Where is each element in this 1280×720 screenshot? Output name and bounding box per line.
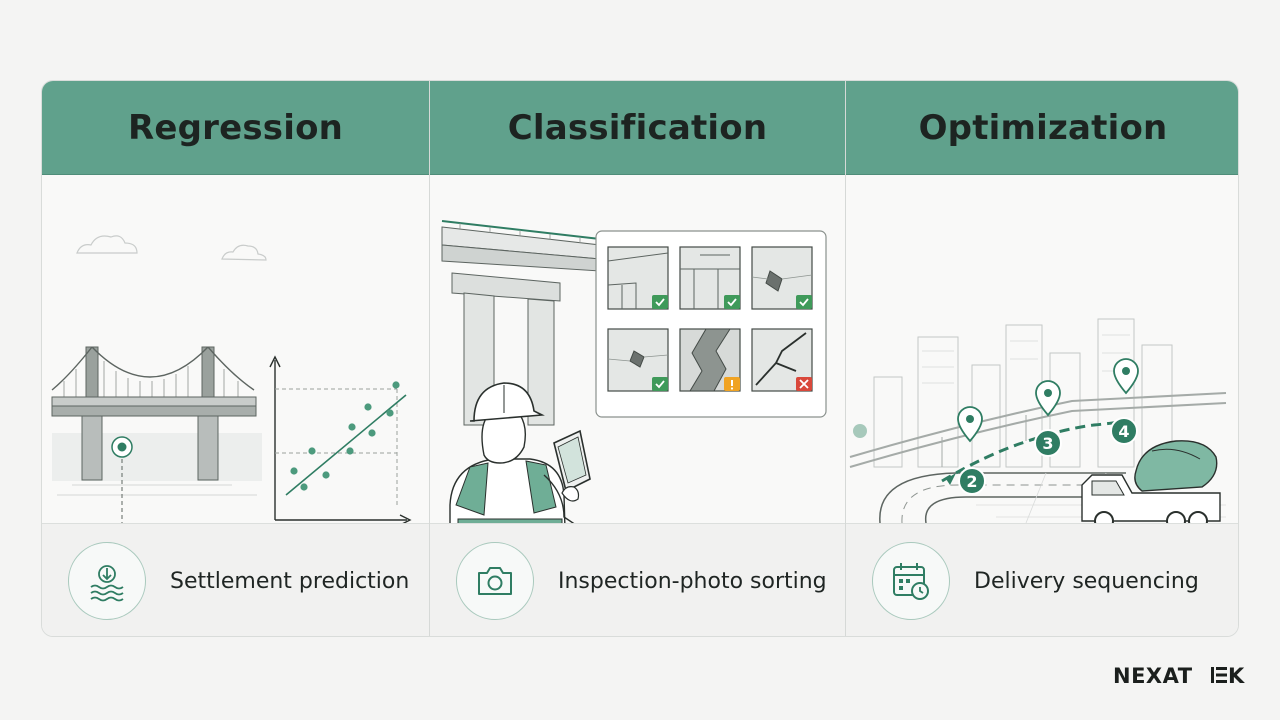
column-title: Optimization xyxy=(918,107,1168,148)
water-level-icon xyxy=(68,542,146,620)
route-stop-4: 4 xyxy=(1118,422,1129,441)
column-classification: Classification xyxy=(430,81,846,636)
column-title: Classification xyxy=(507,107,768,148)
calendar-clock-icon xyxy=(872,542,950,620)
column-header: Regression xyxy=(42,81,429,175)
route-stop-3: 3 xyxy=(1042,434,1053,453)
comparison-panel: Regression xyxy=(41,80,1239,637)
nexatek-logo: NEXAT K xyxy=(1113,663,1245,688)
column-regression: Regression xyxy=(42,81,430,636)
column-optimization: Optimization xyxy=(846,81,1238,636)
camera-icon xyxy=(456,542,534,620)
mixer-truck-route-icon: 2 3 4 xyxy=(846,175,1238,523)
column-footer: Settlement prediction xyxy=(42,523,429,636)
inspector-photo-grid-icon xyxy=(430,175,845,523)
column-header: Optimization xyxy=(846,81,1238,175)
logo-text-left: NEXAT xyxy=(1113,664,1193,687)
bridge-settlement-scatter-icon xyxy=(42,175,429,523)
column-footer: Inspection-photo sorting xyxy=(430,523,845,636)
route-stop-2: 2 xyxy=(966,472,977,491)
column-title: Regression xyxy=(127,107,344,148)
column-footer: Delivery sequencing xyxy=(846,523,1238,636)
column-header: Classification xyxy=(430,81,845,175)
footer-label: Settlement prediction xyxy=(170,568,410,594)
footer-label: Delivery sequencing xyxy=(974,568,1199,594)
footer-label: Inspection-photo sorting xyxy=(558,568,827,594)
logo-text-right: K xyxy=(1228,664,1245,687)
check-badge xyxy=(652,295,812,391)
